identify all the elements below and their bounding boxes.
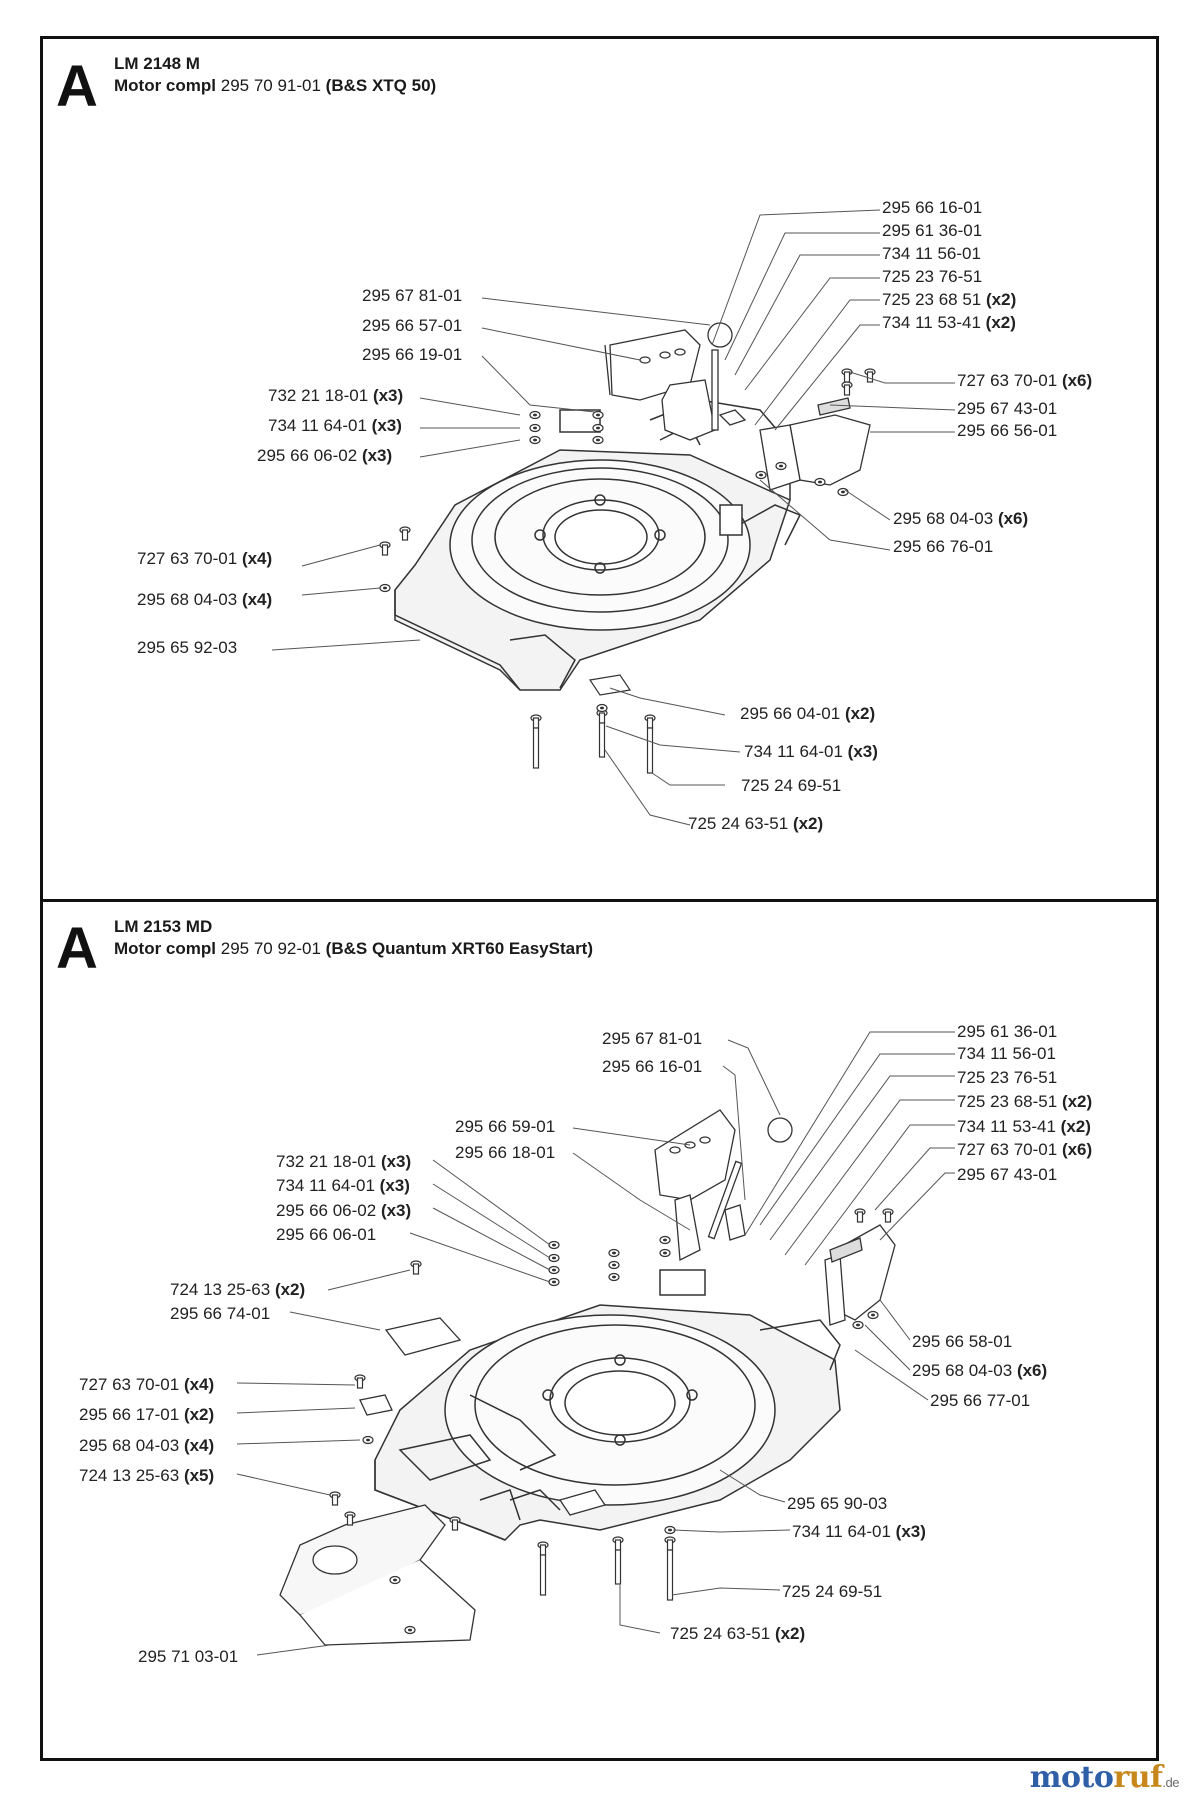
part-label: 295 67 43-01: [957, 1165, 1058, 1184]
part-label: 295 66 18-01: [455, 1143, 556, 1162]
deck-bottom: [374, 1269, 841, 1541]
part-label: 295 66 58-01: [912, 1332, 1013, 1351]
part-label: 295 66 04-01 (x2): [740, 704, 876, 723]
part-label: 727 63 70-01 (x6): [957, 371, 1093, 390]
leader-lines-top: [271, 209, 956, 826]
section-header-bottom: LM 2153 MD Motor compl 295 70 92-01 (B&S…: [114, 916, 593, 960]
part-label: 734 11 64-01 (x3): [792, 1522, 926, 1541]
part-label: 732 21 18-01 (x3): [268, 386, 404, 405]
part-label: 295 65 90-03: [787, 1494, 888, 1513]
part-label: 295 68 04-03 (x4): [137, 590, 273, 609]
model-name: LM 2148 M: [114, 54, 200, 73]
part-label: 295 66 74-01: [170, 1304, 271, 1323]
part-label: 295 61 36-01: [882, 221, 983, 240]
motor-line: Motor compl 295 70 91-01 (B&S XTQ 50): [114, 76, 437, 95]
part-label: 727 63 70-01 (x6): [957, 1140, 1093, 1159]
part-label: 295 65 92-03: [137, 638, 238, 657]
part-label: 727 63 70-01 (x4): [137, 549, 273, 568]
part-label: 295 66 06-02 (x3): [257, 446, 393, 465]
part-label: 734 11 53-41 (x2): [957, 1117, 1091, 1136]
part-label: 295 67 81-01: [362, 286, 463, 305]
part-label: 295 66 06-01: [276, 1225, 377, 1244]
part-label: 725 24 63-51 (x2): [688, 814, 824, 833]
section-letter-bottom: A: [56, 916, 98, 981]
diagram-frame: [40, 36, 1159, 1761]
part-label: 295 66 19-01: [362, 345, 463, 364]
part-label: 727 63 70-01 (x4): [79, 1375, 215, 1394]
part-label: 734 11 64-01 (x3): [268, 416, 402, 435]
leader-lines-bottom: [236, 1031, 955, 1656]
part-label: 295 66 16-01: [602, 1057, 703, 1076]
part-label: 295 66 59-01: [455, 1117, 556, 1136]
part-label: 295 66 56-01: [957, 421, 1058, 440]
part-label: 732 21 18-01 (x3): [276, 1152, 412, 1171]
part-label: 295 71 03-01: [138, 1647, 239, 1666]
part-label: 295 67 81-01: [602, 1029, 703, 1048]
part-label: 295 66 16-01: [882, 198, 983, 217]
part-label: 295 67 43-01: [957, 399, 1058, 418]
part-label: 725 23 68 51 (x2): [882, 290, 1017, 309]
part-label: 725 23 68-51 (x2): [957, 1092, 1093, 1111]
part-label: 295 68 04-03 (x4): [79, 1436, 215, 1455]
linkage-bottom: [279, 1109, 896, 1646]
part-label: 734 11 64-01 (x3): [276, 1176, 410, 1195]
part-label: 295 66 77-01: [930, 1391, 1031, 1410]
part-label: 295 66 06-02 (x3): [276, 1201, 412, 1220]
part-label: 725 24 69-51: [782, 1582, 883, 1601]
handle-bracket-top: [604, 322, 871, 491]
fasteners-top: [379, 368, 876, 774]
part-label: 724 13 25-63 (x2): [170, 1280, 306, 1299]
part-label: 295 61 36-01: [957, 1022, 1058, 1041]
model-name: LM 2153 MD: [114, 917, 213, 936]
part-label: 725 24 69-51: [741, 776, 842, 795]
watermark-logo: motoruf.de: [1029, 1760, 1180, 1795]
motor-line: Motor compl 295 70 92-01 (B&S Quantum XR…: [114, 939, 594, 958]
part-label: 734 11 56-01: [882, 244, 981, 263]
part-label: 725 23 76-51: [882, 267, 983, 286]
part-label: 734 11 56-01: [957, 1044, 1056, 1063]
part-label: 724 13 25-63 (x5): [79, 1466, 215, 1485]
deck-top: [394, 399, 802, 691]
section-header-top: LM 2148 M Motor compl 295 70 91-01 (B&S …: [114, 53, 436, 97]
part-label: 295 68 04-03 (x6): [912, 1361, 1048, 1380]
part-label: 734 11 64-01 (x3): [744, 742, 878, 761]
part-label: 734 11 53-41 (x2): [882, 313, 1016, 332]
part-label: 295 66 57-01: [362, 316, 463, 335]
part-label: 725 24 63-51 (x2): [670, 1624, 806, 1643]
part-label: 725 23 76-51: [957, 1068, 1058, 1087]
section-letter-top: A: [56, 54, 98, 119]
part-label: 295 68 04-03 (x6): [893, 509, 1029, 528]
fasteners-bottom: [329, 1208, 894, 1635]
part-label: 295 66 76-01: [893, 537, 994, 556]
part-label: 295 66 17-01 (x2): [79, 1405, 215, 1424]
section-divider: [40, 899, 1159, 902]
